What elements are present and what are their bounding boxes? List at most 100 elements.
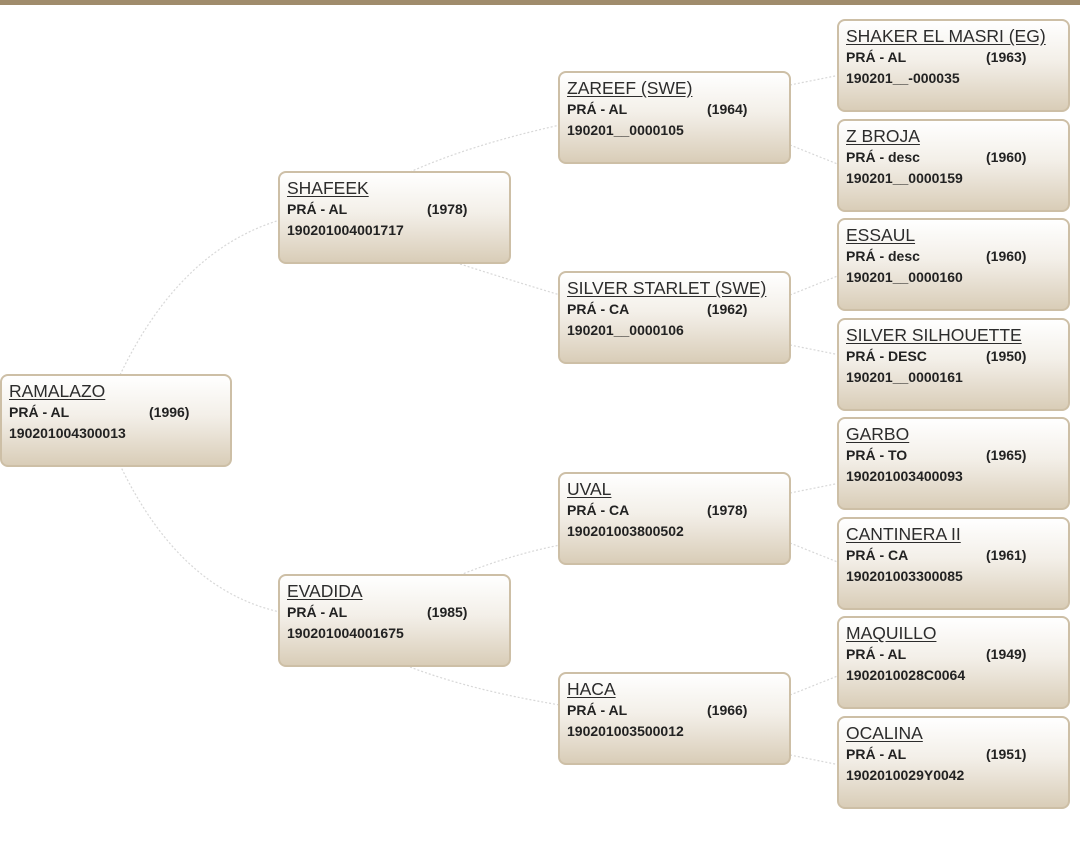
registration-id: 190201004300013 bbox=[9, 425, 126, 441]
connector-haca-maquillo bbox=[789, 674, 841, 696]
connector-starlet-silhouette bbox=[789, 344, 841, 356]
breed-code: PRÁ - desc bbox=[846, 149, 920, 165]
birth-year: (1966) bbox=[707, 702, 748, 718]
breed-code: PRÁ - AL bbox=[567, 101, 628, 117]
pedigree-node-root: RAMALAZO PRÁ - AL (1996) 190201004300013 bbox=[0, 374, 232, 467]
connector-root-sire bbox=[119, 219, 281, 376]
pedigree-node-great-grandparent: SILVER SILHOUETTE PRÁ - DESC (1950) 1902… bbox=[837, 318, 1070, 411]
birth-year: (1978) bbox=[427, 201, 468, 217]
horse-name-link[interactable]: ESSAUL bbox=[846, 225, 916, 245]
breed-code: PRÁ - AL bbox=[846, 746, 907, 762]
registration-id: 190201__0000161 bbox=[846, 369, 963, 385]
pedigree-node-great-grandparent: ESSAUL PRÁ - desc (1960) 190201__0000160 bbox=[837, 218, 1070, 311]
breed-code: PRÁ - TO bbox=[846, 447, 908, 463]
breed-code: PRÁ - CA bbox=[567, 301, 630, 317]
horse-name-link[interactable]: HACA bbox=[567, 679, 616, 699]
horse-name-link[interactable]: OCALINA bbox=[846, 723, 923, 743]
horse-name-link[interactable]: CANTINERA II bbox=[846, 524, 961, 544]
registration-id: 190201__0000160 bbox=[846, 269, 963, 285]
registration-id: 190201003400093 bbox=[846, 468, 963, 484]
breed-line: PRÁ - TO (1965) bbox=[846, 445, 1061, 466]
birth-year: (1950) bbox=[986, 348, 1027, 364]
birth-year: (1960) bbox=[986, 248, 1027, 264]
pedigree-node-dam: EVADIDA PRÁ - AL (1985) 190201004001675 bbox=[278, 574, 511, 667]
registration-id: 190201__0000106 bbox=[567, 322, 684, 338]
horse-name-link[interactable]: MAQUILLO bbox=[846, 623, 937, 643]
breed-line: PRÁ - desc (1960) bbox=[846, 147, 1061, 168]
breed-line: PRÁ - CA (1978) bbox=[567, 500, 782, 521]
connector-dam-haca bbox=[409, 666, 561, 706]
connector-dam-uval bbox=[459, 544, 561, 576]
pedigree-node-grandparent: HACA PRÁ - AL (1966) 190201003500012 bbox=[558, 672, 791, 765]
connector-uval-garbo bbox=[789, 482, 841, 494]
horse-name-link[interactable]: SILVER SILHOUETTE bbox=[846, 325, 1022, 345]
breed-code: PRÁ - AL bbox=[9, 404, 70, 420]
breed-line: PRÁ - desc (1960) bbox=[846, 246, 1061, 267]
connector-sire-silver-starlet bbox=[459, 263, 561, 296]
birth-year: (1963) bbox=[986, 49, 1027, 65]
registration-id: 190201003800502 bbox=[567, 523, 684, 539]
registration-id: 1902010028C0064 bbox=[846, 667, 966, 683]
breed-code: PRÁ - CA bbox=[567, 502, 630, 518]
pedigree-node-great-grandparent: MAQUILLO PRÁ - AL (1949) 1902010028C0064 bbox=[837, 616, 1070, 709]
connector-root-dam bbox=[119, 464, 281, 613]
horse-name-link[interactable]: UVAL bbox=[567, 479, 612, 499]
connector-zareef-zbroja bbox=[789, 144, 841, 166]
registration-id: 190201003300085 bbox=[846, 568, 963, 584]
birth-year: (1978) bbox=[707, 502, 748, 518]
horse-name-link[interactable]: RAMALAZO bbox=[9, 381, 106, 401]
birth-year: (1962) bbox=[707, 301, 748, 317]
birth-year: (1960) bbox=[986, 149, 1027, 165]
pedigree-node-great-grandparent: OCALINA PRÁ - AL (1951) 1902010029Y0042 bbox=[837, 716, 1070, 809]
horse-name-link[interactable]: ZAREEF (SWE) bbox=[567, 78, 693, 98]
breed-line: PRÁ - AL (1949) bbox=[846, 644, 1061, 665]
pedigree-node-grandparent: ZAREEF (SWE) PRÁ - AL (1964) 190201__000… bbox=[558, 71, 791, 164]
horse-name-link[interactable]: GARBO bbox=[846, 424, 910, 444]
breed-line: PRÁ - AL (1966) bbox=[567, 700, 782, 721]
connector-haca-ocalina bbox=[789, 754, 841, 766]
horse-name-link[interactable]: SILVER STARLET (SWE) bbox=[567, 278, 767, 298]
birth-year: (1985) bbox=[427, 604, 468, 620]
birth-year: (1951) bbox=[986, 746, 1027, 762]
birth-year: (1964) bbox=[707, 101, 748, 117]
breed-code: PRÁ - AL bbox=[287, 604, 348, 620]
registration-id: 190201__0000105 bbox=[567, 122, 684, 138]
connector-uval-cantinera bbox=[789, 542, 841, 564]
pedigree-node-great-grandparent: SHAKER EL MASRI (EG) PRÁ - AL (1963) 190… bbox=[837, 19, 1070, 112]
registration-id: 190201__0000159 bbox=[846, 170, 963, 186]
birth-year: (1965) bbox=[986, 447, 1027, 463]
pedigree-node-grandparent: SILVER STARLET (SWE) PRÁ - CA (1962) 190… bbox=[558, 271, 791, 364]
horse-name-link[interactable]: SHAFEEK bbox=[287, 178, 369, 198]
pedigree-node-sire: SHAFEEK PRÁ - AL (1978) 190201004001717 bbox=[278, 171, 511, 264]
breed-line: PRÁ - AL (1978) bbox=[287, 199, 502, 220]
breed-line: PRÁ - AL (1985) bbox=[287, 602, 502, 623]
horse-name-link[interactable]: EVADIDA bbox=[287, 581, 363, 601]
breed-code: PRÁ - AL bbox=[846, 646, 907, 662]
breed-code: PRÁ - CA bbox=[846, 547, 909, 563]
registration-id: 190201004001675 bbox=[287, 625, 404, 641]
horse-name-link[interactable]: Z BROJA bbox=[846, 126, 920, 146]
connector-starlet-essaul bbox=[789, 274, 841, 296]
breed-line: PRÁ - AL (1951) bbox=[846, 744, 1061, 765]
pedigree-node-great-grandparent: CANTINERA II PRÁ - CA (1961) 19020100330… bbox=[837, 517, 1070, 610]
pedigree-node-great-grandparent: Z BROJA PRÁ - desc (1960) 190201__000015… bbox=[837, 119, 1070, 212]
birth-year: (1996) bbox=[149, 404, 190, 420]
breed-line: PRÁ - DESC (1950) bbox=[846, 346, 1061, 367]
breed-line: PRÁ - AL (1996) bbox=[9, 402, 223, 423]
breed-line: PRÁ - AL (1964) bbox=[567, 99, 782, 120]
horse-name-link[interactable]: SHAKER EL MASRI (EG) bbox=[846, 26, 1046, 46]
connector-sire-zareef bbox=[409, 124, 561, 173]
pedigree-node-grandparent: UVAL PRÁ - CA (1978) 190201003800502 bbox=[558, 472, 791, 565]
breed-line: PRÁ - CA (1961) bbox=[846, 545, 1061, 566]
birth-year: (1961) bbox=[986, 547, 1027, 563]
registration-id: 190201__-000035 bbox=[846, 70, 960, 86]
registration-id: 190201003500012 bbox=[567, 723, 684, 739]
connector-zareef-shaker bbox=[789, 74, 841, 86]
breed-code: PRÁ - DESC bbox=[846, 348, 927, 364]
breed-code: PRÁ - AL bbox=[567, 702, 628, 718]
birth-year: (1949) bbox=[986, 646, 1027, 662]
registration-id: 1902010029Y0042 bbox=[846, 767, 965, 783]
pedigree-node-great-grandparent: GARBO PRÁ - TO (1965) 190201003400093 bbox=[837, 417, 1070, 510]
breed-code: PRÁ - AL bbox=[287, 201, 348, 217]
breed-code: PRÁ - desc bbox=[846, 248, 920, 264]
